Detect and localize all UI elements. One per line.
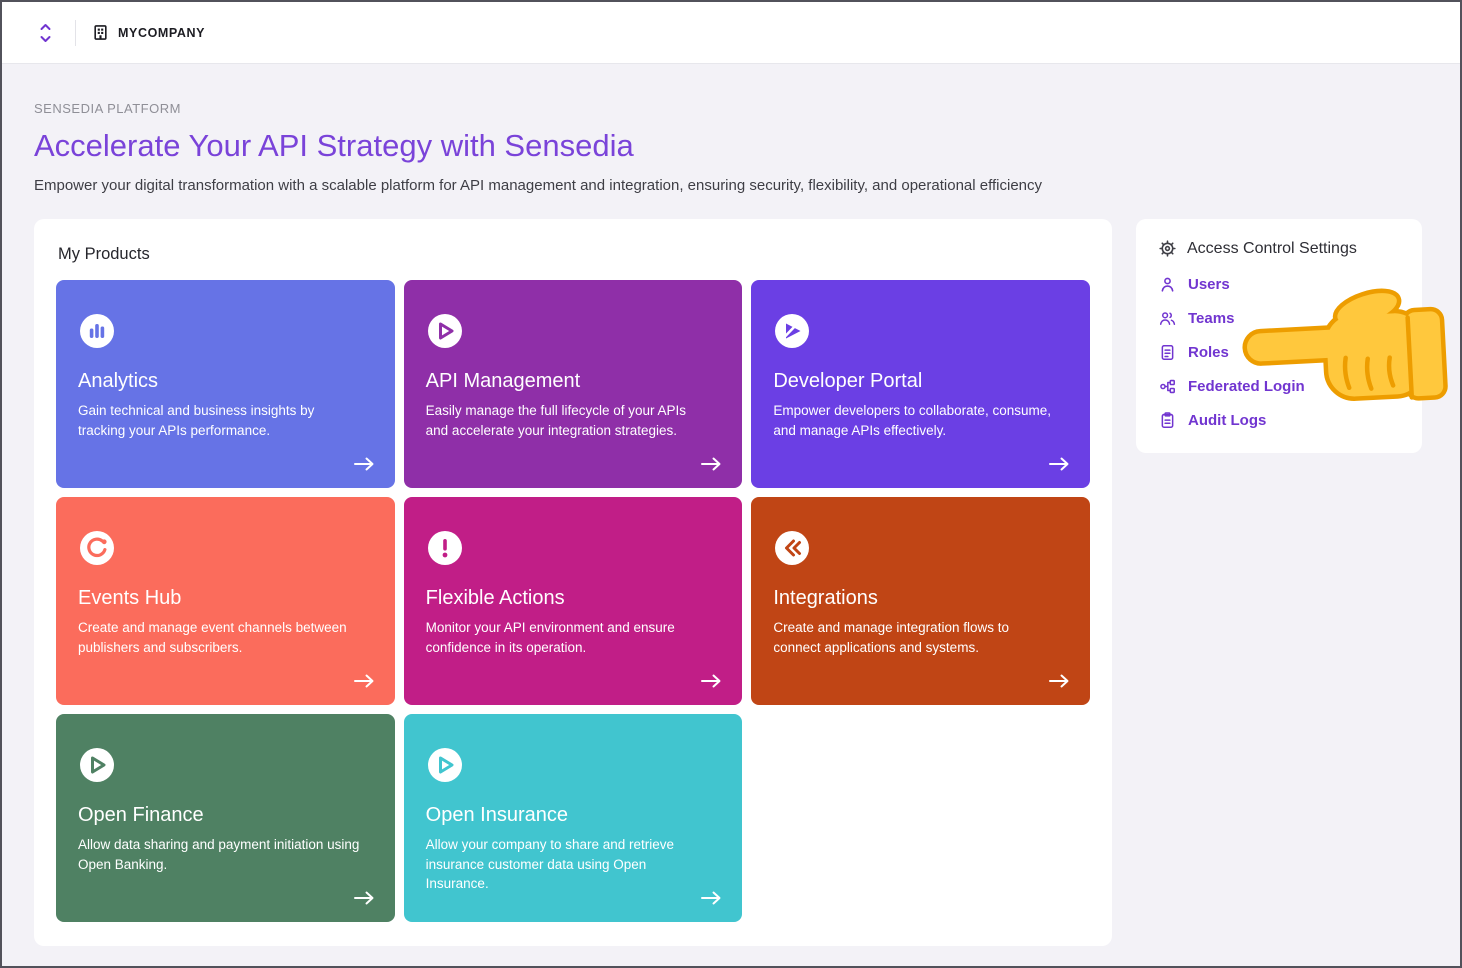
product-card-events-hub[interactable]: Events Hub Create and manage event chann…: [56, 497, 395, 705]
product-card-analytics[interactable]: Analytics Gain technical and business in…: [56, 280, 395, 488]
product-card-description: Allow data sharing and payment initiatio…: [78, 835, 361, 874]
team-icon: [1158, 309, 1177, 328]
arrow-right-icon[interactable]: [353, 890, 375, 906]
product-card-description: Empower developers to collaborate, consu…: [773, 401, 1056, 440]
arrow-right-icon[interactable]: [700, 673, 722, 689]
product-card-title: Flexible Actions: [426, 587, 721, 610]
access-link-roles[interactable]: Roles: [1158, 343, 1400, 362]
audit-logs-icon: [1158, 411, 1177, 430]
access-link-teams[interactable]: Teams: [1158, 309, 1400, 328]
product-card-description: Create and manage event channels between…: [78, 618, 361, 657]
page-subtitle: Empower your digital transformation with…: [34, 177, 1428, 194]
topbar-divider: [75, 20, 76, 46]
access-link-users[interactable]: Users: [1158, 275, 1400, 294]
top-bar: MYCOMPANY: [2, 2, 1460, 64]
products-grid: Analytics Gain technical and business in…: [56, 280, 1090, 922]
flexible-actions-icon: [426, 529, 721, 567]
developer-portal-icon: [773, 312, 1068, 350]
platform-switcher-button[interactable]: [32, 17, 59, 49]
product-card-title: Open Finance: [78, 804, 373, 827]
access-control-panel: Access Control Settings Users Teams: [1136, 219, 1422, 453]
product-card-title: Open Insurance: [426, 804, 721, 827]
content-columns: My Products Analytics Gain technical and…: [34, 219, 1428, 946]
analytics-icon: [78, 312, 373, 350]
access-panel-header: Access Control Settings: [1158, 239, 1400, 258]
page-title: Accelerate Your API Strategy with Sensed…: [34, 128, 1428, 164]
product-card-title: Events Hub: [78, 587, 373, 610]
company-menu[interactable]: MYCOMPANY: [92, 24, 205, 41]
arrow-right-icon[interactable]: [353, 456, 375, 472]
product-card-api-management[interactable]: API Management Easily manage the full li…: [404, 280, 743, 488]
arrow-right-icon[interactable]: [1048, 673, 1070, 689]
access-link-label: Teams: [1188, 309, 1234, 328]
arrow-right-icon[interactable]: [353, 673, 375, 689]
product-card-title: Developer Portal: [773, 370, 1068, 393]
product-card-description: Monitor your API environment and ensure …: [426, 618, 709, 657]
access-link-federated-login[interactable]: Federated Login: [1158, 377, 1400, 396]
product-card-open-finance[interactable]: Open Finance Allow data sharing and paym…: [56, 714, 395, 922]
product-card-title: Analytics: [78, 370, 373, 393]
access-link-label: Roles: [1188, 343, 1229, 362]
events-hub-icon: [78, 529, 373, 567]
access-link-audit-logs[interactable]: Audit Logs: [1158, 411, 1400, 430]
product-card-flexible-actions[interactable]: Flexible Actions Monitor your API enviro…: [404, 497, 743, 705]
product-card-description: Easily manage the full lifecycle of your…: [426, 401, 709, 440]
company-name: MYCOMPANY: [118, 26, 205, 40]
roles-document-icon: [1158, 343, 1177, 362]
building-icon: [92, 24, 109, 41]
product-card-developer-portal[interactable]: Developer Portal Empower developers to c…: [751, 280, 1090, 488]
platform-eyebrow: SENSEDIA PLATFORM: [34, 101, 1428, 116]
federated-login-icon: [1158, 377, 1177, 396]
arrow-right-icon[interactable]: [1048, 456, 1070, 472]
product-card-title: Integrations: [773, 587, 1068, 610]
arrow-right-icon[interactable]: [700, 890, 722, 906]
product-card-title: API Management: [426, 370, 721, 393]
product-card-description: Allow your company to share and retrieve…: [426, 835, 709, 894]
api-management-icon: [426, 312, 721, 350]
swap-vertical-icon: [38, 21, 53, 45]
integrations-icon: [773, 529, 1068, 567]
my-products-title: My Products: [58, 245, 1090, 264]
main-content: SENSEDIA PLATFORM Accelerate Your API St…: [2, 101, 1460, 946]
product-card-integrations[interactable]: Integrations Create and manage integrati…: [751, 497, 1090, 705]
access-link-label: Users: [1188, 275, 1230, 294]
arrow-right-icon[interactable]: [700, 456, 722, 472]
my-products-panel: My Products Analytics Gain technical and…: [34, 219, 1112, 946]
access-panel-title: Access Control Settings: [1187, 240, 1357, 258]
access-link-label: Federated Login: [1188, 377, 1305, 396]
open-insurance-icon: [426, 746, 721, 784]
product-card-description: Create and manage integration flows to c…: [773, 618, 1056, 657]
product-card-open-insurance[interactable]: Open Insurance Allow your company to sha…: [404, 714, 743, 922]
access-link-label: Audit Logs: [1188, 411, 1266, 430]
product-card-description: Gain technical and business insights by …: [78, 401, 361, 440]
user-icon: [1158, 275, 1177, 294]
gear-icon: [1158, 239, 1177, 258]
open-finance-icon: [78, 746, 373, 784]
